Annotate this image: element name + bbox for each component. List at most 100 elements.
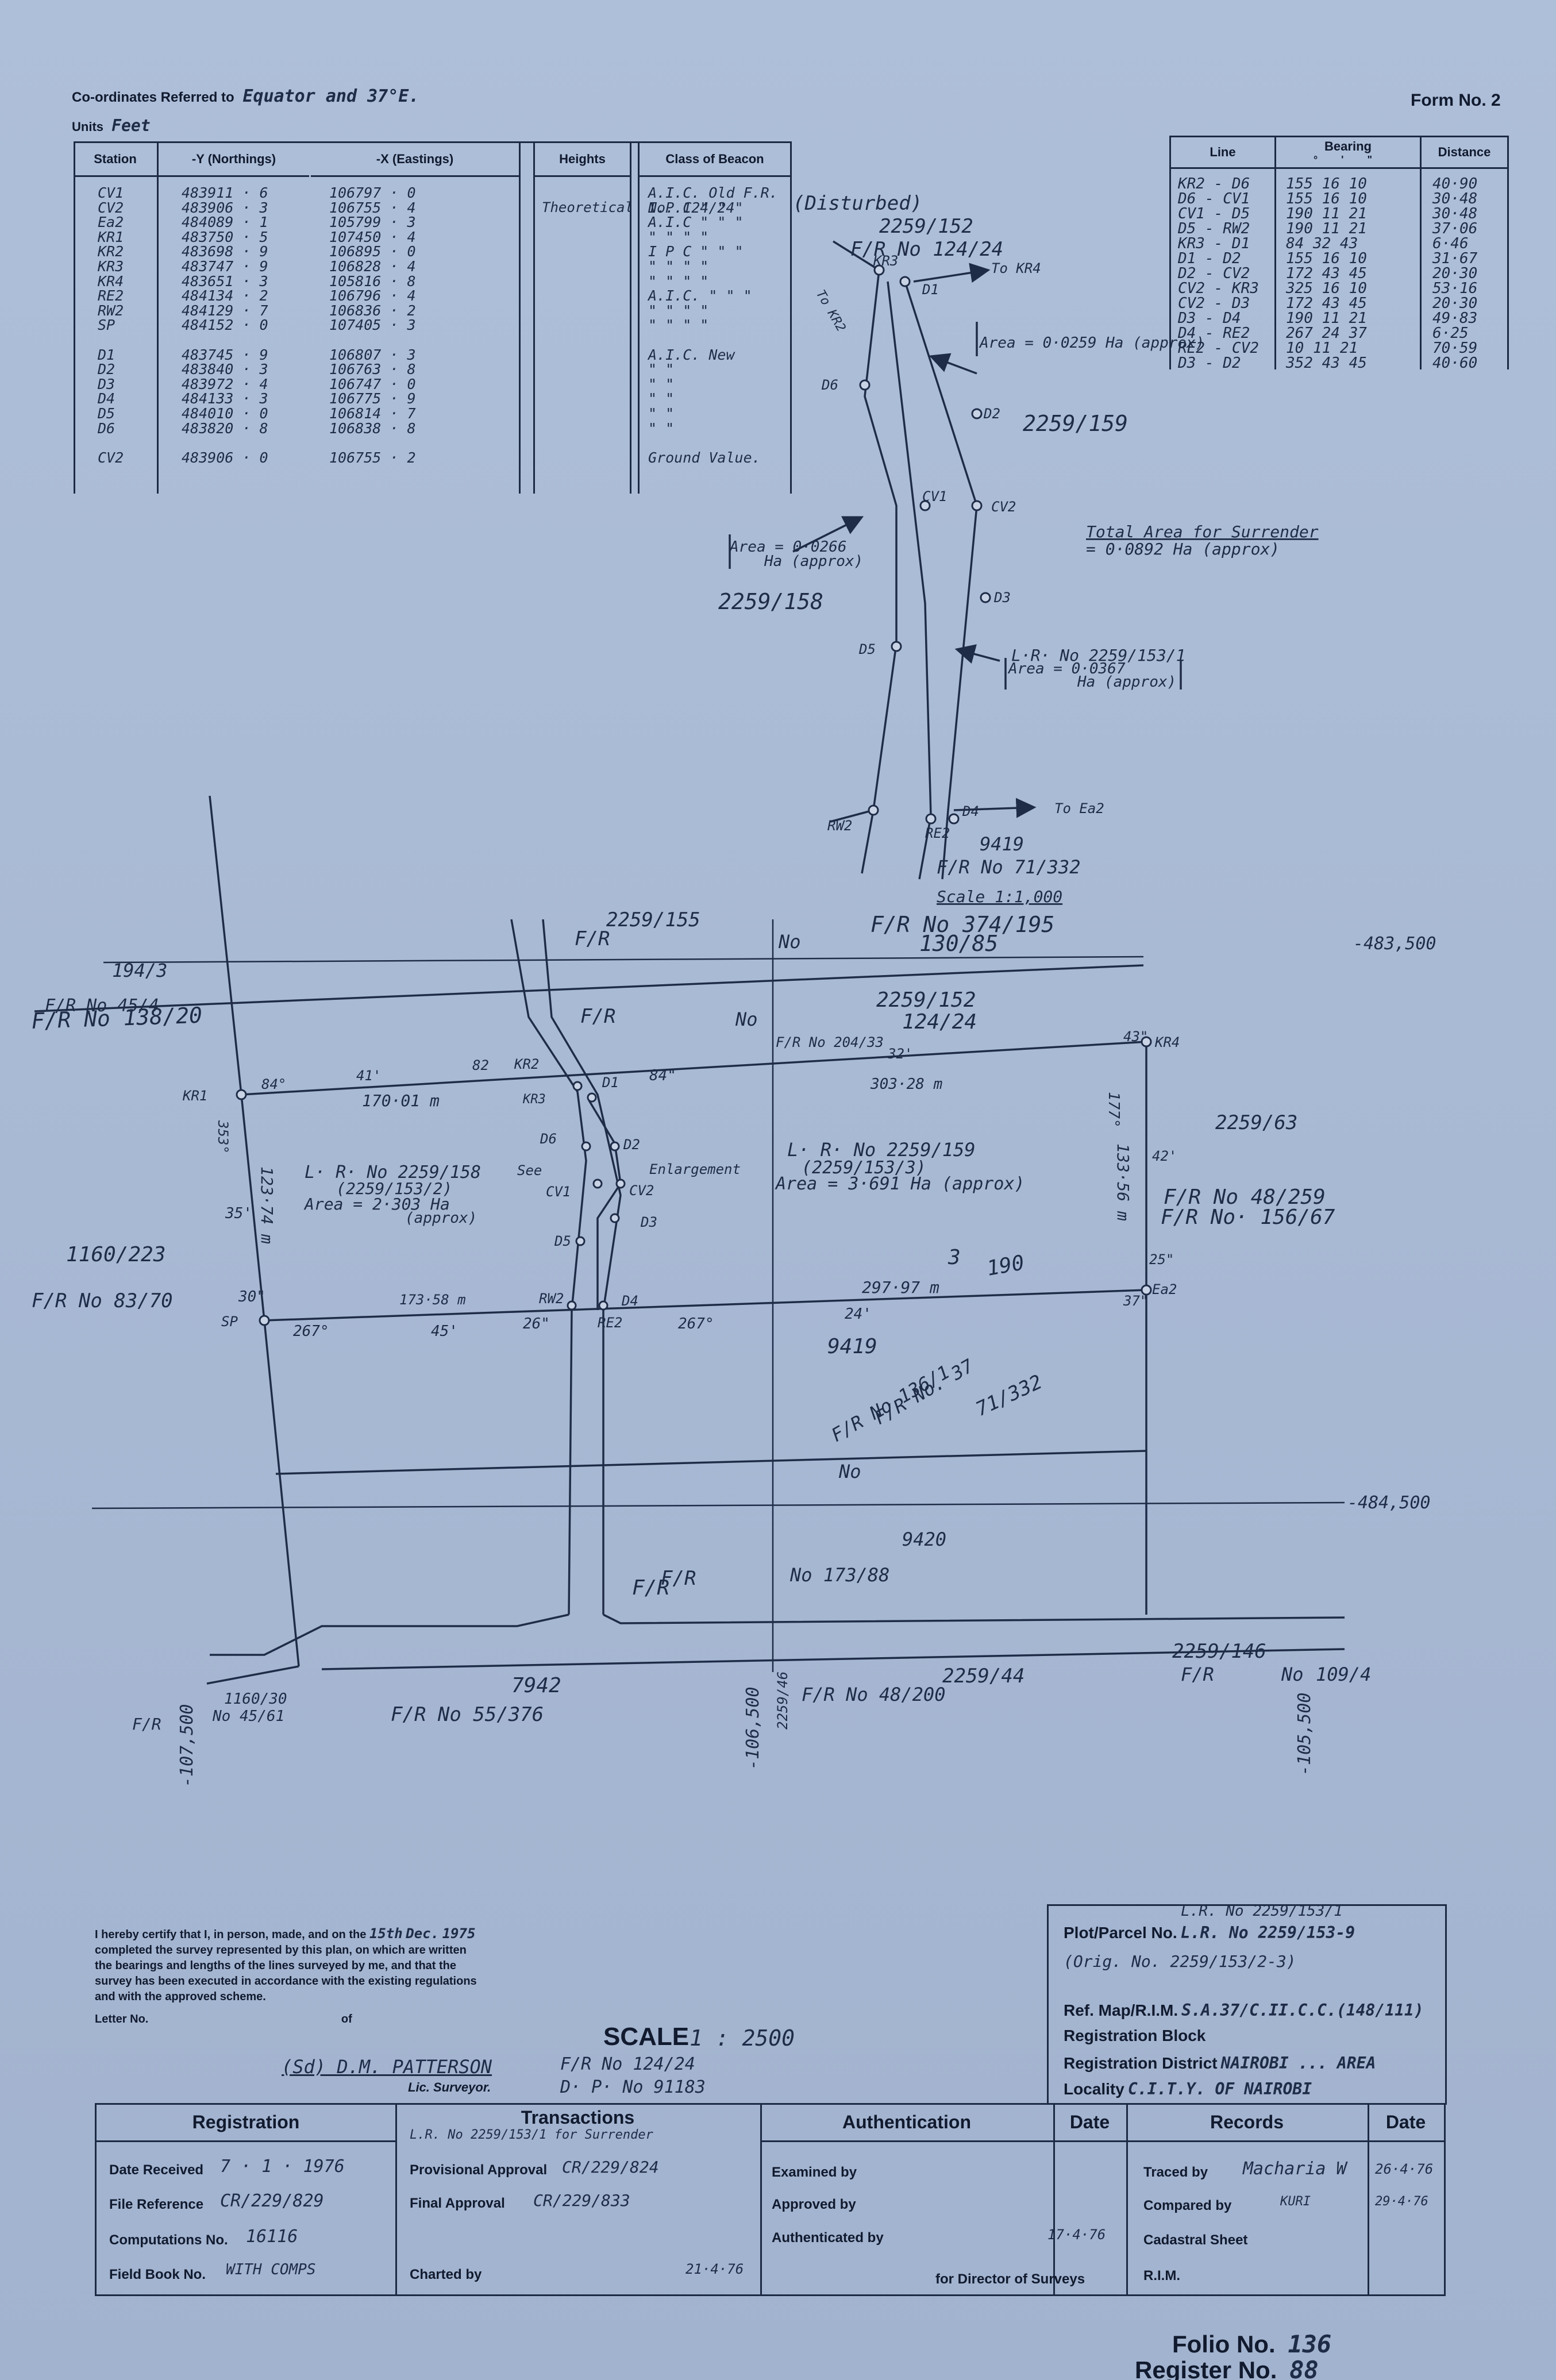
col-bearing-header: Bearing ° ' " <box>1276 137 1420 169</box>
plot-value: L.R. No 2259/153-9 <box>1180 1923 1355 1942</box>
map-label: -107,500 <box>177 1704 197 1788</box>
map-label: 130/85 <box>919 931 998 956</box>
enl-area3a: L·R· No 2259/153/1 <box>1011 646 1185 665</box>
map-label: D1 <box>922 282 939 298</box>
bearing-header-units: ° ' " <box>1313 153 1382 165</box>
northing-cell: 483972 · 4 <box>182 375 268 392</box>
easting-cell: 106836 · 2 <box>329 302 416 319</box>
scale-dp: D· P· No 91183 <box>560 2077 706 2097</box>
beacon-class-cell: " " <box>648 419 675 437</box>
map-label: F/R No 374/195 <box>871 912 1054 937</box>
folio-value: 136 <box>1288 2330 1332 2358</box>
northing-cell: 483750 · 5 <box>182 228 268 245</box>
station-cell: D3 <box>98 375 115 392</box>
map-label: 190 <box>985 1251 1026 1281</box>
enl-parcel-top-fr: F/R No 124/24 <box>850 238 1003 261</box>
easting-cell: 106814 · 7 <box>329 405 416 422</box>
beacon-class-cell: A.I.C. New <box>648 346 735 363</box>
map-label: D2 <box>983 406 1000 422</box>
distance-cell: 6·46 <box>1432 235 1469 252</box>
compared-date: 29·4·76 <box>1375 2194 1428 2209</box>
units-line: Units Feet <box>72 116 151 135</box>
map-label: F/R No. 37 <box>871 1355 977 1429</box>
arrow-to-ea2 <box>953 798 1037 818</box>
easting-cell: 105799 · 3 <box>329 214 416 231</box>
field-book: WITH COMPS <box>226 2261 316 2278</box>
bearing-cell: 325 16 10 <box>1286 280 1367 297</box>
map-label: CV1 <box>546 1184 571 1200</box>
authentication-header: Authentication <box>842 2112 971 2132</box>
scale-label: SCALE <box>603 2023 690 2051</box>
northing-cell: 484134 · 2 <box>182 287 268 305</box>
col-heights-header: Heights <box>535 143 630 177</box>
map-label: D5 <box>858 641 876 657</box>
beacon-class-cell: " " " " <box>648 272 709 290</box>
beacon-class-cell: " " " " <box>648 302 709 319</box>
map-label: 2259/46 <box>775 1672 791 1730</box>
distance-cell: 31·67 <box>1432 250 1478 267</box>
distance-cell: 20·30 <box>1432 295 1478 312</box>
map-label: 194/3 <box>112 960 167 981</box>
beacon-class-cell: " " <box>648 375 675 392</box>
coordinates-table: Station -Y (Northings) -X (Eastings) Hei… <box>74 141 792 494</box>
map-label: CV1 <box>922 488 947 505</box>
line-cell: RE2 - CV2 <box>1178 340 1259 357</box>
plot-parcel-line: Plot/Parcel No.L.R. No 2259/153-9 <box>1064 1923 1355 1942</box>
map-label: 2259/44 <box>942 1665 1025 1688</box>
traced-label: Traced by <box>1143 2165 1208 2180</box>
map-label: KR3 <box>873 253 898 269</box>
map-label: 109/4 <box>1316 1663 1371 1685</box>
map-label: Area = 3·691 Ha (approx) <box>775 1174 1025 1194</box>
map-label: (2259/153/3) <box>802 1158 926 1178</box>
enl-p159: 2259/159 <box>1023 411 1128 436</box>
computations: 16116 <box>246 2227 298 2247</box>
station-cell: KR2 <box>98 243 124 260</box>
road-bend-east <box>603 1613 1345 1624</box>
sp-ea2-line <box>264 1289 1147 1322</box>
col-northings-header: -Y (Northings) <box>159 143 309 177</box>
enl-p158: 2259/158 <box>718 589 823 614</box>
map-label: 173·58 m <box>399 1292 466 1308</box>
beacon-class-cell: A.I.C " " " <box>648 214 744 231</box>
line-cell: D4 - RE2 <box>1178 325 1250 342</box>
map-label: D5 <box>554 1233 571 1249</box>
line-cell: CV2 - D3 <box>1178 295 1250 312</box>
station-cell: KR4 <box>98 272 124 290</box>
bearing-header-label: Bearing <box>1324 138 1372 153</box>
plot-label: Plot/Parcel No. <box>1064 1924 1177 1942</box>
file-ref: CR/229/829 <box>220 2191 324 2211</box>
line-to-rw2 <box>830 809 874 823</box>
records-header: Records <box>1210 2112 1284 2132</box>
heights-value: Theoretical <box>542 199 633 215</box>
distance-cell: 70·59 <box>1432 340 1478 357</box>
line-cell: D5 - RW2 <box>1178 220 1250 237</box>
station-cell: D2 <box>98 361 115 378</box>
enl-parcel-top: 2259/152 <box>879 215 973 238</box>
map-label: 303·28 m <box>870 1076 942 1093</box>
bearing-cell: 352 43 45 <box>1286 355 1367 372</box>
beacon-class-cell: " " " " <box>648 257 709 275</box>
cert-of: of <box>341 2013 352 2025</box>
map-label: 25" <box>1149 1251 1174 1268</box>
enl-area3c: Ha (approx) <box>1077 673 1176 691</box>
map-label: See <box>517 1162 542 1179</box>
northing-cell: 483820 · 8 <box>182 419 268 437</box>
beacon-class-cell: " " <box>648 390 675 407</box>
registration-header: Registration <box>192 2112 300 2132</box>
map-label: RE2 <box>925 825 950 841</box>
folio-line: Folio No. 136 <box>1172 2330 1331 2358</box>
station-cell: D4 <box>98 390 115 407</box>
road-bend-west <box>210 1613 569 1656</box>
bearing-cell: 190 11 21 <box>1286 310 1367 327</box>
map-label: 267° <box>678 1315 714 1333</box>
traced: Macharia W <box>1243 2159 1347 2179</box>
map-label: 43" <box>1123 1029 1148 1045</box>
registration-grid: Registration Transactions L.R. No 2259/1… <box>95 2103 1446 2296</box>
station-cell: SP <box>98 317 115 334</box>
compared-label: Compared by <box>1143 2198 1232 2213</box>
map-label: RW2 <box>539 1291 564 1307</box>
